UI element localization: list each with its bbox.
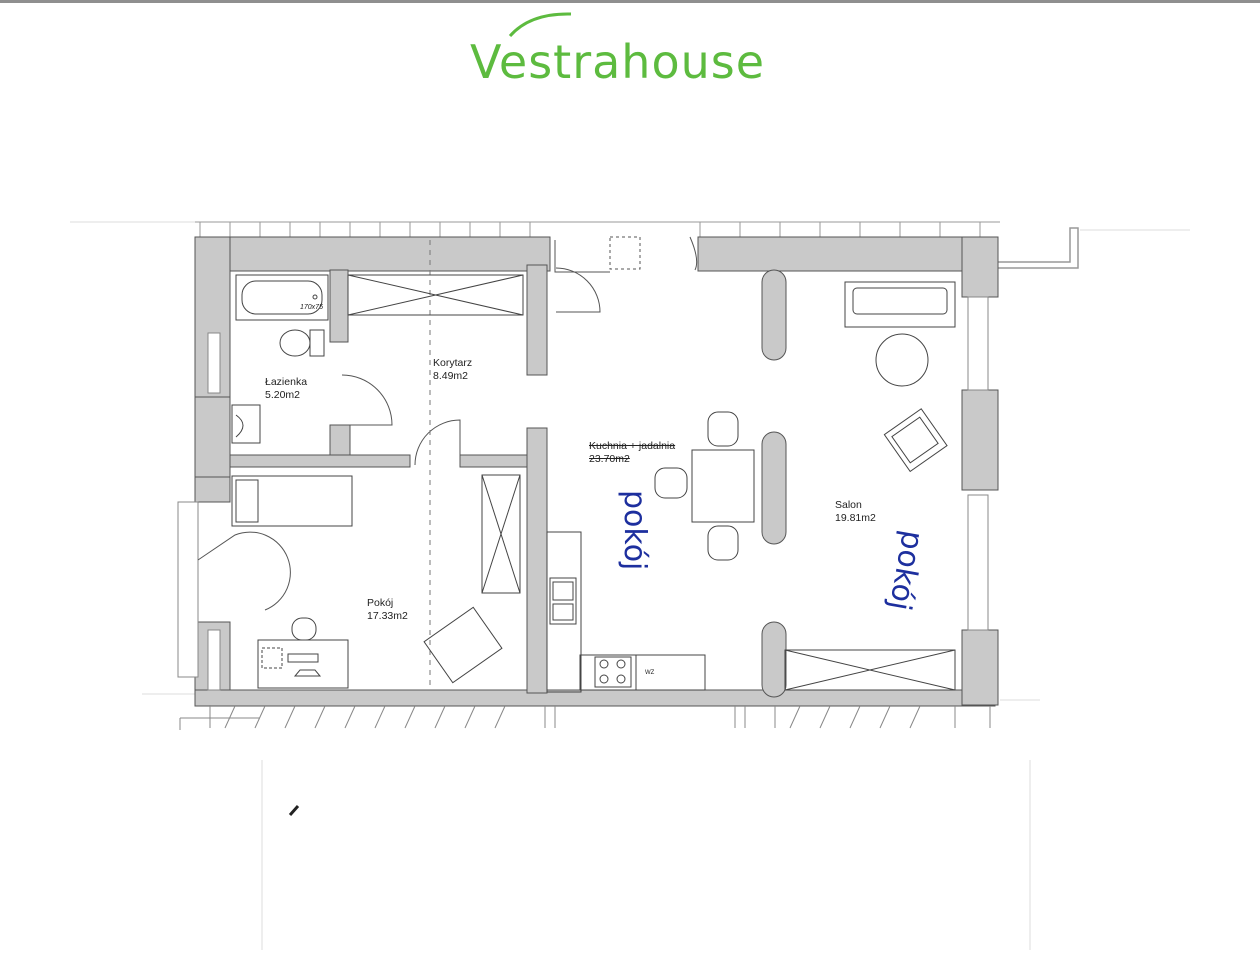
room-kitchen: Kuchnia + jadalnia 23.70m2	[589, 440, 675, 466]
room-name: Salon	[835, 499, 862, 511]
bathroom-fixtures	[231, 274, 329, 444]
bathtub-size: 170x75	[300, 304, 323, 311]
plan-faint-lines	[70, 221, 1190, 950]
doors	[197, 236, 698, 611]
stove-label: WZ	[645, 670, 655, 676]
walls	[194, 236, 999, 707]
logo-swoosh-icon	[508, 12, 572, 38]
windows	[177, 296, 989, 691]
room-bedroom: Pokój 17.33m2	[367, 597, 408, 623]
kitchen-furniture	[546, 411, 755, 693]
brand-name: Vestrahouse	[470, 35, 766, 89]
room-name: Kuchnia + jadalnia	[589, 440, 676, 452]
handwritten-note-kitchen: pokój	[617, 490, 652, 571]
bedroom-furniture	[231, 475, 503, 689]
top-border-line	[0, 0, 1260, 3]
room-area: 17.33m2	[367, 610, 408, 622]
room-name: Korytarz	[433, 357, 473, 369]
pen-mark	[288, 805, 300, 816]
room-area: 5.20m2	[265, 389, 301, 401]
bottom-hatching	[179, 705, 991, 730]
room-name: Pokój	[367, 597, 394, 609]
brand-logo: Vestrahouse	[470, 32, 800, 92]
balcony-railing	[998, 227, 1079, 269]
wardrobe	[347, 274, 956, 691]
room-living: Salon 19.81m2	[835, 499, 876, 525]
room-area: 8.49m2	[433, 370, 469, 382]
room-area: 19.81m2	[835, 512, 876, 524]
room-area: 23.70m2	[589, 453, 630, 465]
room-corridor: Korytarz 8.49m2	[433, 357, 472, 383]
top-hatching	[195, 221, 1000, 240]
room-bathroom: Łazienka 5.20m2	[265, 376, 307, 402]
room-name: Łazienka	[265, 376, 308, 388]
living-furniture	[844, 281, 956, 473]
